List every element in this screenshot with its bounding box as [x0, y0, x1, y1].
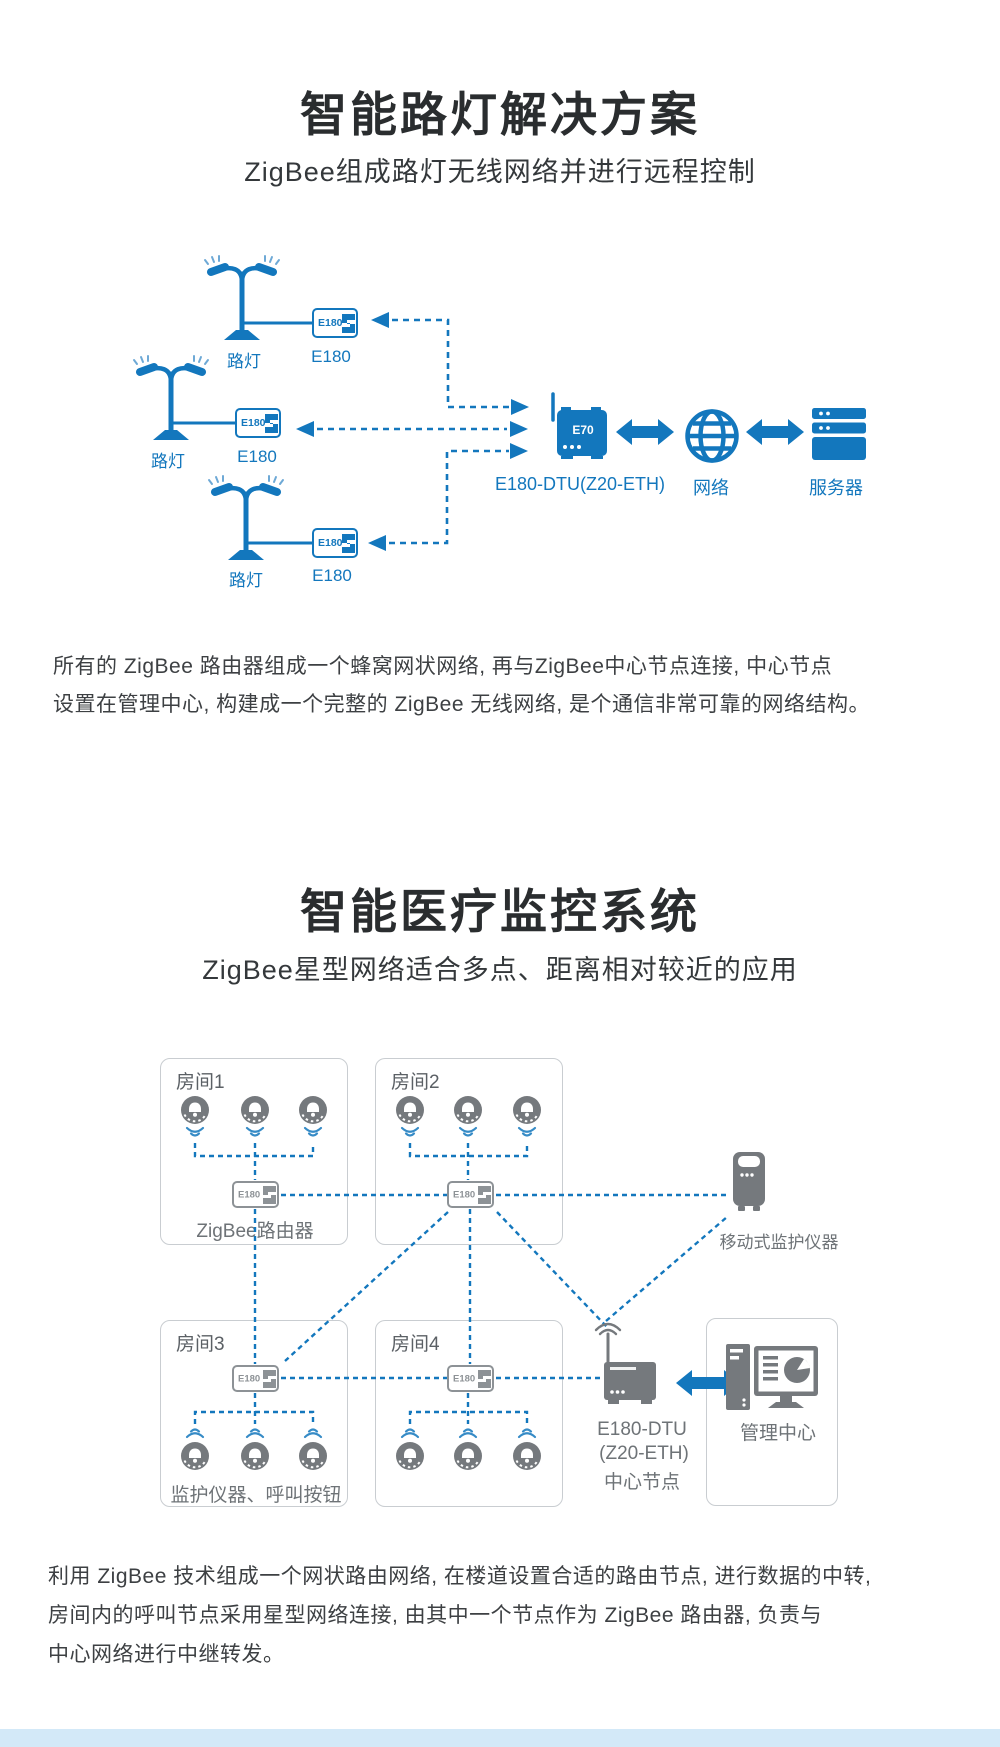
section1-subtitle: ZigBee组成路灯无线网络并进行远程控制 [244, 157, 756, 187]
paragraph-line: 中心网络进行中继转发。 [48, 1643, 285, 1666]
module-text: E180 [453, 1373, 476, 1384]
dtu-center-node-icon [594, 1322, 656, 1404]
section2-title: 智能医疗监控系统 [300, 885, 700, 938]
call-bell-icon [299, 1096, 327, 1124]
lamp-label: 路灯 [229, 571, 263, 590]
e180-module-icon: E180 [312, 308, 358, 338]
module-text: E180 [241, 417, 266, 429]
module-label: E180 [237, 447, 277, 466]
room2-label: 房间2 [391, 1072, 440, 1093]
e180-module-icon: E180 [447, 1181, 494, 1208]
e180-module-icon: E180 [447, 1365, 494, 1392]
paragraph-line: 设置在管理中心, 构建成一个完整的 ZigBee 无线网络, 是个通信非常可靠的… [53, 693, 871, 716]
room1-label: 房间1 [176, 1072, 225, 1093]
footer-strip [0, 1729, 1000, 1747]
lamp-label: 路灯 [151, 452, 185, 471]
paragraph-line: 利用 ZigBee 技术组成一个网状路由网络, 在楼道设置合适的路由节点, 进行… [48, 1565, 872, 1588]
module-label: E180 [312, 566, 352, 585]
wifi-waves-up-icon [517, 1428, 537, 1439]
svg-text:E70: E70 [572, 423, 594, 437]
wifi-waves-up-icon [245, 1428, 265, 1439]
wifi-waves-down-icon [517, 1126, 537, 1137]
call-bell-icon [454, 1442, 482, 1470]
call-bell-icon [454, 1096, 482, 1124]
network-label: 网络 [693, 478, 729, 498]
network-globe-icon [685, 409, 739, 463]
management-computer-icon [726, 1344, 818, 1410]
section1-paragraph: 所有的 ZigBee 路由器组成一个蜂窝网状网络, 再与ZigBee中心节点连接… [53, 648, 953, 724]
mobile-monitor-label: 移动式监护仪器 [719, 1233, 839, 1252]
wifi-waves-down-icon [245, 1126, 265, 1137]
medical-diagram-connectors [193, 1143, 740, 1424]
paragraph-line: 所有的 ZigBee 路由器组成一个蜂窝网状网络, 再与ZigBee中心节点连接… [53, 655, 833, 678]
call-bell-icon [181, 1442, 209, 1470]
wifi-waves-up-icon [303, 1428, 323, 1439]
wifi-waves-up-icon [458, 1428, 478, 1439]
call-bell-icon [299, 1442, 327, 1470]
call-bell-icon [181, 1096, 209, 1124]
monitor-call-button-label: 监护仪器、呼叫按钮 [170, 1485, 342, 1506]
module-text: E180 [453, 1189, 476, 1200]
street-lamp-icon [208, 475, 284, 560]
server-label: 服务器 [809, 478, 863, 498]
wifi-waves-up-icon [400, 1428, 420, 1439]
call-bell-icon [241, 1442, 269, 1470]
wifi-waves-down-icon [303, 1126, 323, 1137]
dtu-label: E180-DTU(Z20-ETH) [494, 474, 666, 494]
server-icon [812, 408, 866, 460]
module-text: E180 [318, 537, 343, 549]
wifi-waves-down-icon [185, 1126, 205, 1137]
e180-module-icon: E180 [232, 1181, 279, 1208]
e180-module-icon: E180 [312, 528, 358, 558]
section1-title: 智能路灯解决方案 [300, 88, 700, 141]
mobile-monitor-icon [733, 1152, 765, 1211]
wifi-waves-down-icon [458, 1126, 478, 1137]
e180-module-icon: E180 [235, 408, 281, 438]
module-text: E180 [318, 317, 343, 329]
lamp-label: 路灯 [227, 352, 261, 371]
module-text: E180 [238, 1373, 261, 1384]
dtu-label-line1: E180-DTU [597, 1419, 687, 1440]
street-lamp-icon [204, 255, 280, 340]
call-bell-icon [513, 1442, 541, 1470]
wifi-waves-up-icon [185, 1428, 205, 1439]
room4-label: 房间4 [391, 1334, 440, 1355]
section2-subtitle: ZigBee星型网络适合多点、距离相对较近的应用 [202, 955, 798, 985]
module-text: E180 [238, 1189, 261, 1200]
management-center-label: 管理中心 [739, 1423, 817, 1444]
module-label: E180 [311, 347, 351, 366]
call-bell-icon [396, 1096, 424, 1124]
dtu-label-line2: (Z20-ETH) [599, 1443, 689, 1464]
call-bell-icon [396, 1442, 424, 1470]
paragraph-line: 房间内的呼叫节点采用星型网络连接, 由其中一个节点作为 ZigBee 路由器, … [48, 1604, 823, 1627]
wifi-waves-down-icon [400, 1126, 420, 1137]
dtu-label-line3: 中心节点 [603, 1472, 681, 1493]
room3-label: 房间3 [176, 1334, 225, 1355]
streetlight-diagram-connectors [171, 312, 804, 551]
dtu-gateway-icon: E70 [551, 392, 607, 459]
street-lamp-icon [133, 355, 209, 440]
call-bell-icon [241, 1096, 269, 1124]
section2-paragraph: 利用 ZigBee 技术组成一个网状路由网络, 在楼道设置合适的路由节点, 进行… [48, 1557, 968, 1674]
call-bell-icon [513, 1096, 541, 1124]
e180-module-icon: E180 [232, 1365, 279, 1392]
